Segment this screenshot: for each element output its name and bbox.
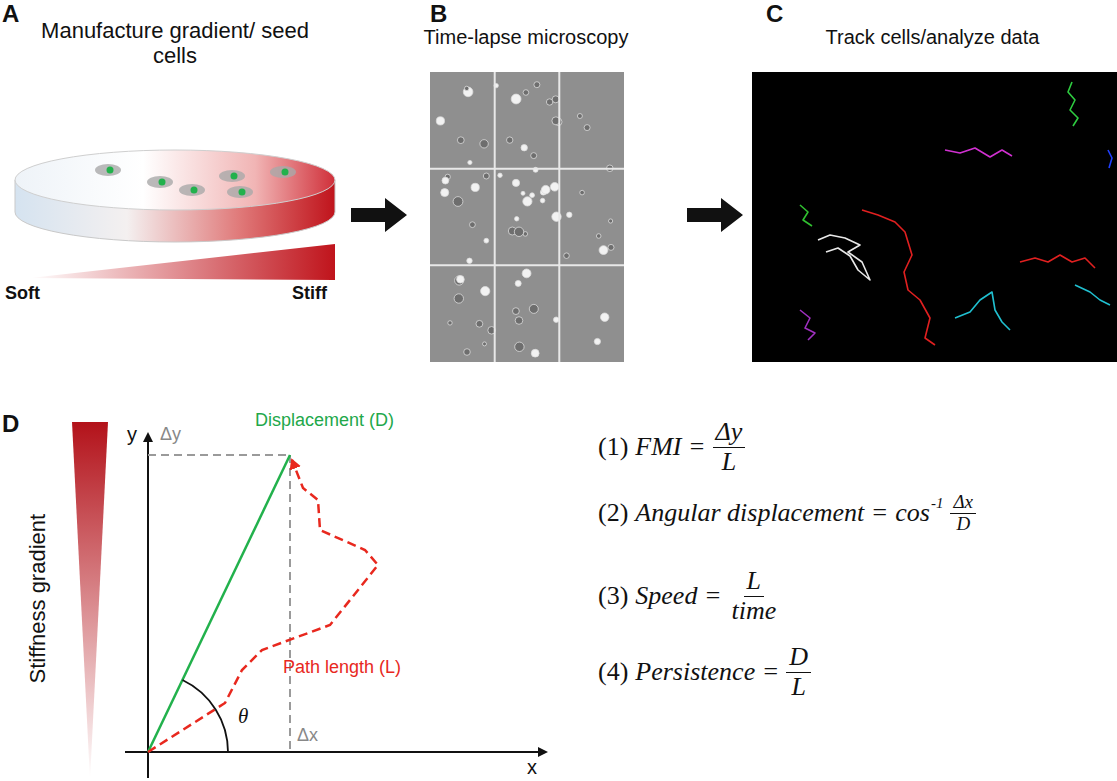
label-holder: Stiffness gradient xyxy=(25,499,50,699)
panel: A Manufacture gradient/ seed cells xyxy=(0,0,345,300)
label-holder: D xyxy=(2,410,19,438)
equation-text: (3) xyxy=(598,581,628,611)
axis-label: Stiff xyxy=(292,283,327,303)
equation-text: Speed = xyxy=(635,581,721,611)
flow-arrow xyxy=(351,198,407,232)
equation: (1)FMI = ΔyL xyxy=(598,418,745,476)
numerator: Δy xyxy=(713,418,746,448)
equation: (4)Persistence =DL xyxy=(598,643,811,701)
fraction: DL xyxy=(786,643,811,701)
numerator: Δx xyxy=(950,492,976,514)
equation-text: Persistence = xyxy=(635,657,779,687)
panel: BTime-lapse microscopy xyxy=(412,0,640,365)
vector-label: Displacement (D) xyxy=(255,410,394,430)
fraction: ΔxD xyxy=(950,492,976,535)
equation-text: (4) xyxy=(598,657,628,687)
label-holder: x xyxy=(527,756,537,779)
dimension-label: Δx xyxy=(297,725,318,745)
denominator: L xyxy=(719,448,739,477)
equation-text: Angular displacement = xyxy=(635,498,888,528)
panel-letter: B xyxy=(430,0,447,28)
numerator: L xyxy=(744,567,764,597)
fraction: Ltime xyxy=(728,567,779,625)
label-holder: Stiff xyxy=(292,283,327,304)
label-holder: y xyxy=(127,423,137,446)
panel-letter: A xyxy=(2,0,19,28)
panel: CTrack cells/analyze data xyxy=(748,0,1117,365)
axis-label: Soft xyxy=(5,283,40,303)
label-holder: θ xyxy=(238,704,248,728)
equation-text: (2) xyxy=(598,498,628,528)
dimension-label: Δy xyxy=(160,424,181,444)
denominator: time xyxy=(728,597,779,626)
axis-label: x xyxy=(527,756,537,778)
equation-text: (1) xyxy=(598,432,628,462)
label-holder: Δy xyxy=(160,424,181,445)
panel-letter: C xyxy=(766,0,783,28)
panel-heading: Time-lapse microscopy xyxy=(412,26,640,49)
panel-heading: Track cells/analyze data xyxy=(748,26,1117,49)
equation: (2)Angular displacement =cos-1 ΔxD xyxy=(598,492,976,535)
panel-letter: D xyxy=(2,410,19,437)
flow-arrow xyxy=(687,198,743,232)
equation: (3)Speed =Ltime xyxy=(598,567,779,625)
denominator: D xyxy=(953,514,973,535)
superscript: -1 xyxy=(931,495,944,512)
axis-title: Stiffness gradient xyxy=(25,514,50,684)
label-holder: Soft xyxy=(5,283,40,304)
denominator: L xyxy=(788,673,808,702)
angle-label: θ xyxy=(238,704,248,728)
label-holder: Path length (L) xyxy=(283,657,401,678)
fraction: ΔyL xyxy=(713,418,746,476)
axis-label: y xyxy=(127,423,137,445)
label-holder: Δx xyxy=(297,725,318,746)
equation-text: FMI = xyxy=(635,432,705,462)
label-holder: Displacement (D) xyxy=(255,410,394,431)
equation-text: cos xyxy=(895,498,930,528)
numerator: D xyxy=(786,643,811,673)
path-label: Path length (L) xyxy=(283,657,401,677)
panel-heading: Manufacture gradient/ seed cells xyxy=(40,18,310,69)
